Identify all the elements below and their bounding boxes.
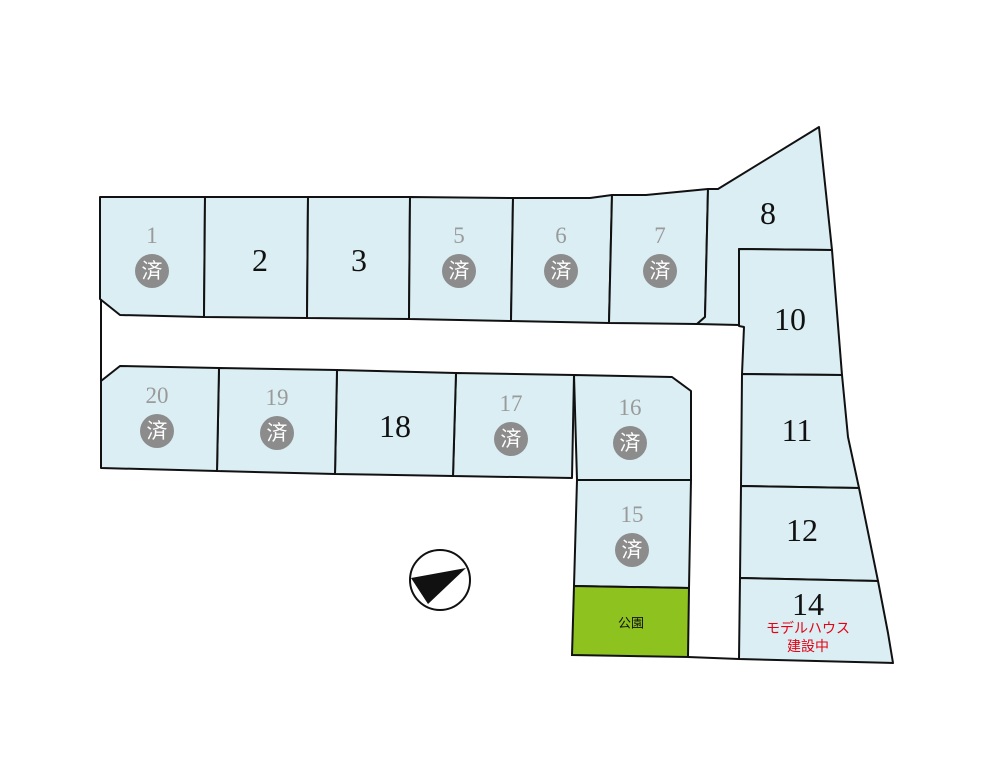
lot-label-3: 3	[351, 242, 367, 278]
under-construction-note: 建設中	[787, 639, 829, 655]
sold-badge: 済	[544, 254, 578, 288]
lot-label-11: 11	[781, 412, 813, 448]
sold-badge: 済	[135, 254, 169, 288]
lot-11[interactable]	[740, 373, 860, 489]
sold-badge: 済	[260, 416, 294, 450]
model-house-note: モデルハウス	[766, 621, 850, 637]
lot-label-18: 18	[379, 408, 411, 444]
lot-label-12: 12	[786, 512, 818, 548]
lot-label-8: 8	[760, 195, 776, 231]
lot-label-10: 10	[774, 301, 806, 337]
sold-badge: 済	[613, 426, 647, 460]
sold-badge: 済	[643, 254, 677, 288]
road-edge-bottom	[687, 656, 740, 660]
lot-14[interactable]	[738, 577, 894, 664]
sold-badge: 済	[140, 414, 174, 448]
park-label: 公園	[617, 616, 645, 632]
lot-label-2: 2	[252, 242, 268, 278]
sold-badge: 済	[615, 533, 649, 567]
north-compass-icon	[409, 549, 471, 611]
sold-badge: 済	[494, 422, 528, 456]
sold-badge: 済	[442, 254, 476, 288]
